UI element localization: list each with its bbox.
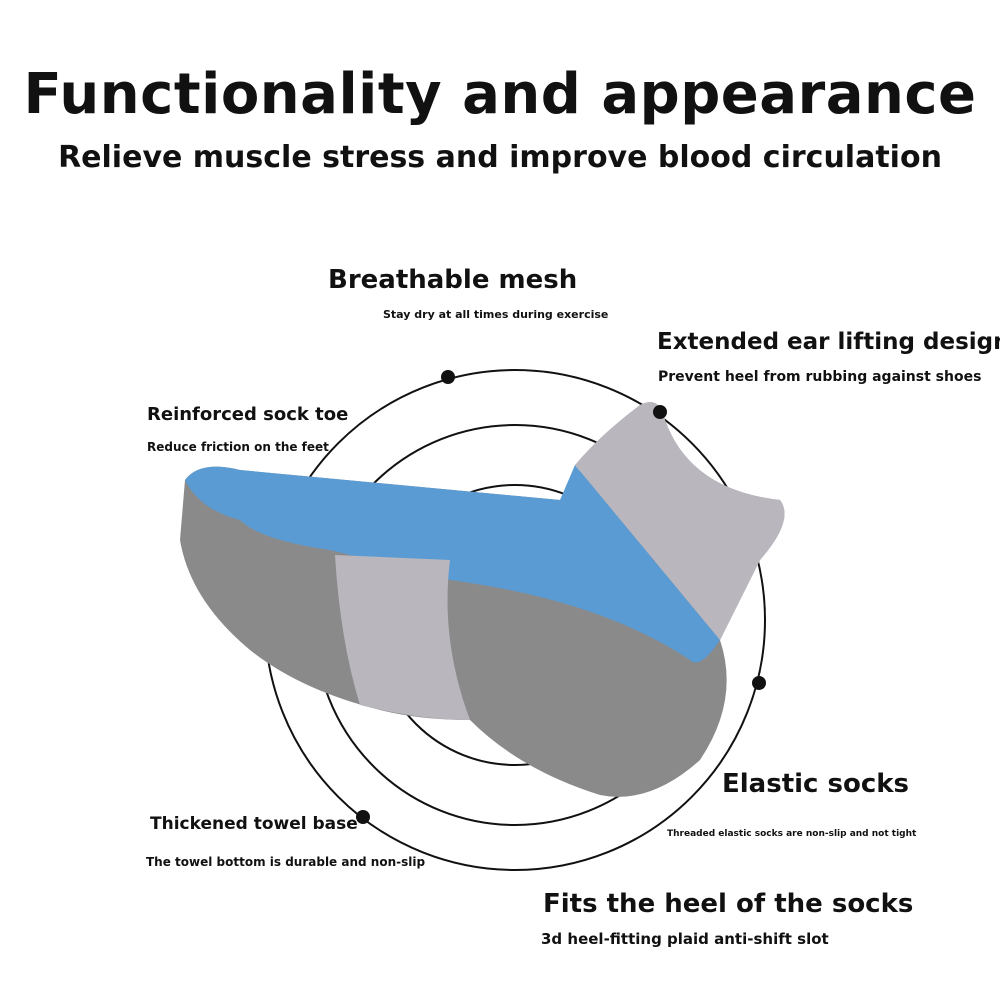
feature-title: Breathable mesh xyxy=(328,265,578,295)
marker-dot xyxy=(752,676,766,690)
feature-desc: 3d heel-fitting plaid anti-shift slot xyxy=(541,930,829,948)
feature-desc: Prevent heel from rubbing against shoes xyxy=(658,369,982,385)
feature-title: Fits the heel of the socks xyxy=(543,889,914,919)
page-subtitle: Relieve muscle stress and improve blood … xyxy=(58,140,942,175)
marker-dot xyxy=(653,405,667,419)
sock-illustration xyxy=(180,402,785,797)
feature-desc: Threaded elastic socks are non-slip and … xyxy=(667,829,917,839)
feature-desc: Stay dry at all times during exercise xyxy=(383,308,609,321)
feature-desc: The towel bottom is durable and non-slip xyxy=(146,855,426,869)
feature-title: Extended ear lifting design xyxy=(657,329,1000,355)
feature-title: Thickened towel base xyxy=(150,814,358,834)
marker-dot xyxy=(441,370,455,384)
feature-desc: Reduce friction on the feet xyxy=(147,440,329,454)
marker-dot xyxy=(356,810,370,824)
feature-title: Reinforced sock toe xyxy=(147,404,349,425)
page-title: Functionality and appearance xyxy=(23,62,977,127)
feature-title: Elastic socks xyxy=(722,769,910,799)
